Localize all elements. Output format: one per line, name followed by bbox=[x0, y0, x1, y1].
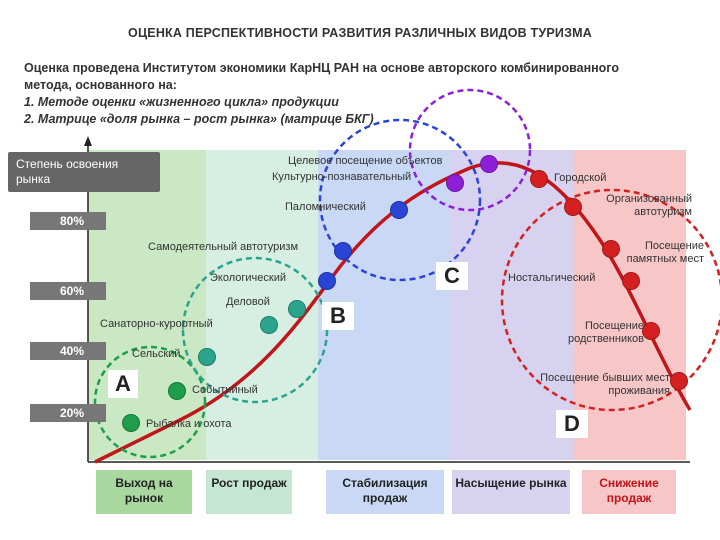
label-nostalgic: Ностальгический bbox=[508, 272, 596, 284]
dot-city bbox=[530, 170, 548, 188]
dot-pilgrimage bbox=[390, 201, 408, 219]
zone-saturation bbox=[450, 150, 574, 460]
dot-event bbox=[168, 382, 186, 400]
dot-organized-auto bbox=[564, 198, 582, 216]
dot-rural bbox=[198, 348, 216, 366]
label-event: Событийный bbox=[192, 384, 258, 396]
dot-self-auto bbox=[334, 242, 352, 260]
dot-memorial bbox=[602, 240, 620, 258]
dot-ecological bbox=[318, 272, 336, 290]
page-title: ОЦЕНКА ПЕРСПЕКТИВНОСТИ РАЗВИТИЯ РАЗЛИЧНЫ… bbox=[128, 26, 592, 40]
intro-line-3: 1. Методе оценки «жизненного цикла» прод… bbox=[24, 95, 339, 109]
stage-saturation: Насыщение рынка bbox=[452, 470, 570, 514]
dot-purpose-visit bbox=[480, 155, 498, 173]
dot-fishing bbox=[122, 414, 140, 432]
label-ecological: Экологический bbox=[210, 272, 286, 284]
stage-decline: Снижение продаж bbox=[582, 470, 676, 514]
ring-d bbox=[500, 188, 720, 412]
label-memorial: Посещение памятных мест bbox=[626, 240, 704, 265]
quadrant-a: A bbox=[108, 370, 138, 398]
dot-cultural bbox=[446, 174, 464, 192]
intro-line-2: метода, основанного на: bbox=[24, 78, 177, 92]
label-former-residence: Посещение бывших мест проживания bbox=[540, 372, 670, 397]
ring-purple bbox=[408, 88, 532, 212]
label-cultural: Культурно-познавательный bbox=[272, 171, 412, 183]
dot-sanatorium bbox=[260, 316, 278, 334]
y-axis-arrow bbox=[84, 136, 92, 146]
label-relatives: Посещение родственников bbox=[568, 320, 644, 345]
label-fishing: Рыбалка и охота bbox=[146, 418, 232, 430]
intro-text: Оценка проведена Институтом экономики Ка… bbox=[24, 60, 619, 128]
intro-line-4: 2. Матрице «доля рынка – рост рынка» (ма… bbox=[24, 112, 374, 126]
label-sanatorium: Санаторно-курортный bbox=[100, 318, 213, 330]
dot-business bbox=[288, 300, 306, 318]
label-pilgrimage: Паломнический bbox=[285, 201, 366, 213]
level-20: 20% bbox=[30, 404, 106, 422]
label-city: Городской bbox=[554, 172, 607, 184]
stage-market-entry: Выход на рынок bbox=[96, 470, 192, 514]
label-organized-auto: Организованный автотуризм bbox=[606, 193, 692, 218]
dot-nostalgic bbox=[622, 272, 640, 290]
quadrant-d: D bbox=[556, 410, 588, 438]
level-60: 60% bbox=[30, 282, 106, 300]
stage-stabilization: Стабилизация продаж bbox=[326, 470, 444, 514]
ring-c bbox=[318, 118, 482, 282]
intro-line-1: Оценка проведена Институтом экономики Ка… bbox=[24, 61, 619, 75]
dot-former-residence bbox=[670, 372, 688, 390]
label-self-auto: Самодеятельный автотуризм bbox=[148, 241, 299, 253]
label-rural: Сельский bbox=[132, 348, 181, 360]
label-business: Деловой bbox=[226, 296, 270, 308]
ring-a bbox=[93, 345, 207, 459]
level-80: 80% bbox=[30, 212, 106, 230]
quadrant-b: B bbox=[322, 302, 354, 330]
y-axis-label: Степень освоения рынка bbox=[8, 152, 160, 192]
label-purpose-visit: Целевое посещение объектов bbox=[288, 155, 443, 167]
dot-relatives bbox=[642, 322, 660, 340]
stage-growth: Рост продаж bbox=[206, 470, 292, 514]
level-40: 40% bbox=[30, 342, 106, 360]
ring-b bbox=[181, 256, 329, 404]
quadrant-c: C bbox=[436, 262, 468, 290]
